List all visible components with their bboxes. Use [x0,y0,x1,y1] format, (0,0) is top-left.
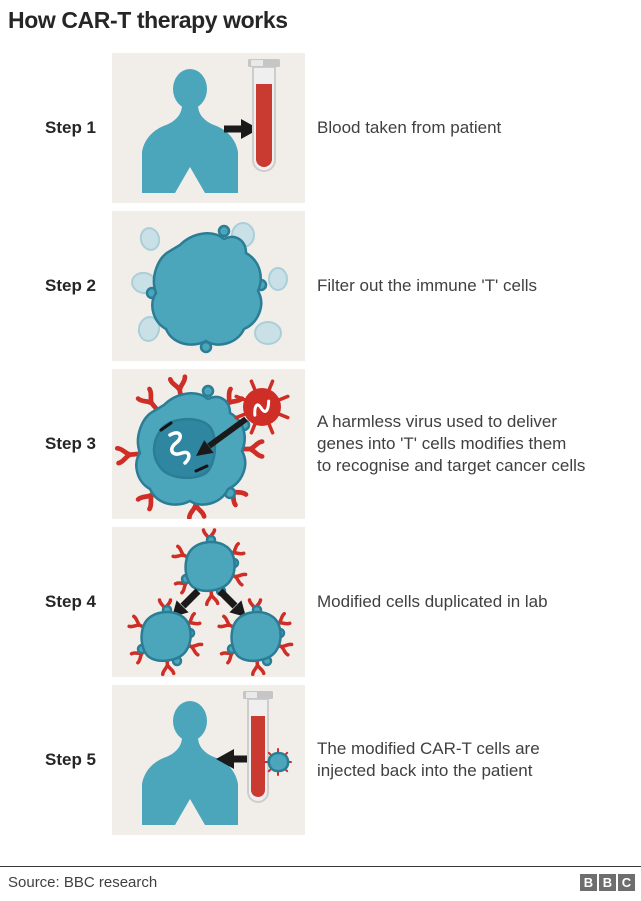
step3-illustration [112,369,290,519]
step-label-4: Step 4 [45,592,97,611]
virus-icon [234,379,290,435]
step-row-4: Step 4 Modified cells duplicated in lab [0,527,641,677]
source-text: Source: BBC research [8,874,158,891]
step4-art-box [112,527,305,677]
arrow-left-icon [216,749,248,769]
step-description-4: Modified cells duplicated in lab [317,591,548,611]
bbc-logo-block: B [599,874,616,891]
step4-illustration [112,527,305,677]
bbc-logo-block: B [580,874,597,891]
step2-art-box [112,211,305,361]
test-tube-icon [243,691,273,803]
step-label-3: Step 3 [45,434,97,453]
car-t-cell-icon [264,748,292,776]
step5-art-box [112,685,305,835]
footer: Source: BBC research B B C [0,866,641,891]
step3-art-box [112,369,305,519]
t-cell-icon [145,224,268,354]
arrow-into-cell-icon [196,416,248,456]
bbc-logo: B B C [580,874,635,891]
step-row-5: Step 5 [0,685,641,835]
step-label-1: Step 1 [45,118,97,137]
step-description-5: The modified CAR-T cells are injected ba… [317,738,540,780]
person-icon [142,701,238,825]
car-t-cell-icon [129,600,201,674]
step5-illustration [142,691,292,825]
test-tube-icon [248,59,280,172]
car-t-cell-icon [173,530,245,604]
person-icon [142,69,238,193]
gene-strand-icon [168,431,191,465]
car-t-cell-icon [219,600,291,674]
step1-art-box [112,53,305,203]
step-description-2: Filter out the immune 'T' cells [317,275,538,295]
arrow-down-right-icon [217,588,246,617]
step2-illustration [131,222,288,354]
step-label-5: Step 5 [45,750,97,769]
arrow-right-icon [224,119,259,139]
step-description-3: A harmless virus used to deliver genes i… [317,411,586,476]
step-row-2: Step 2 Filter o [0,211,641,361]
t-cell-with-receptors-icon [117,377,262,518]
page-title: How CAR-T therapy works [8,7,288,33]
steps-list: Step 1 Blood taken from patien [0,53,641,843]
step1-illustration [142,59,280,193]
step-row-3: Step 3 [0,369,641,519]
virus-gene-icon [253,399,271,417]
bbc-logo-block: C [618,874,635,891]
step-row-1: Step 1 Blood taken from patien [0,53,641,203]
step-description-1: Blood taken from patient [317,117,502,137]
step-label-2: Step 2 [45,276,97,295]
